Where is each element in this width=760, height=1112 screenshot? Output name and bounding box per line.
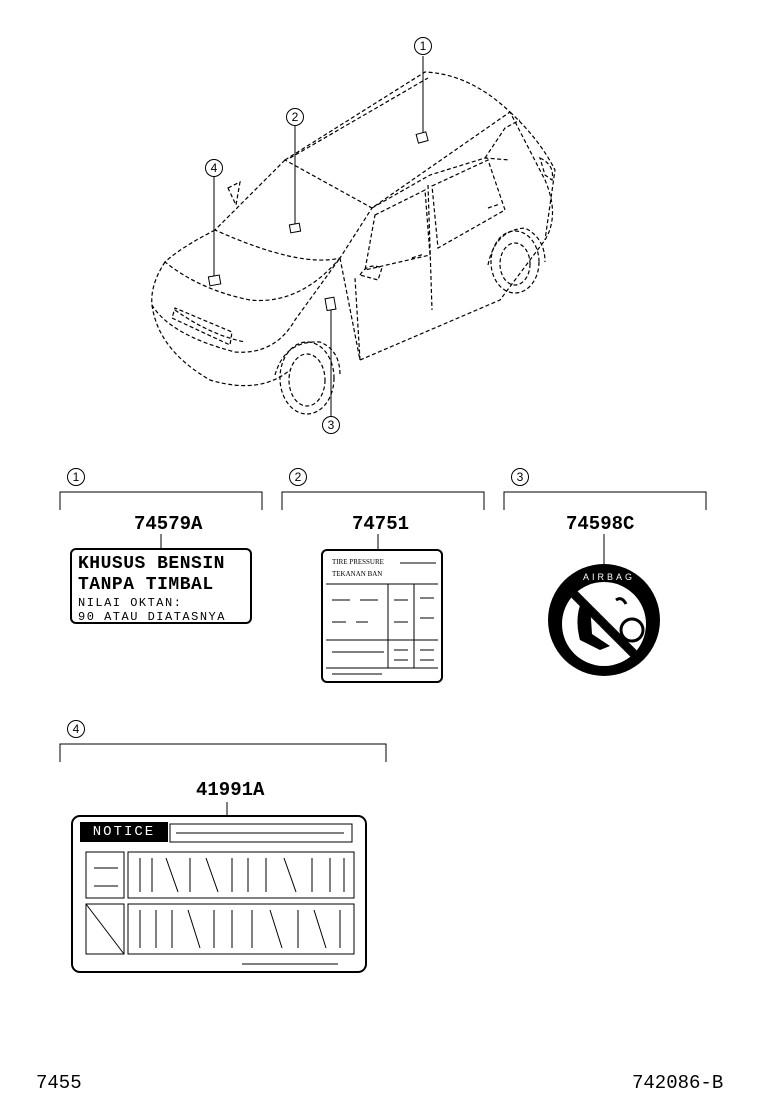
section-callout-1: 1: [72, 470, 80, 484]
fuel-label-line3: NILAI OKTAN:: [78, 596, 183, 610]
callout-2: 2: [291, 110, 299, 124]
notice-header: NOTICE: [80, 822, 168, 842]
section-callout-3: 3: [516, 470, 524, 484]
callout-circles: [205, 37, 432, 434]
section-callout-4: 4: [72, 722, 80, 736]
part-number-74751: 74751: [352, 513, 410, 535]
footer-left-code: 7455: [36, 1072, 82, 1094]
callout-leaders: [213, 56, 424, 416]
fuel-label-line1: KHUSUS BENSIN: [78, 554, 225, 574]
airbag-text: AIRBAG: [583, 572, 636, 582]
callout-1: 1: [419, 39, 427, 53]
vehicle-outline: [151, 71, 556, 415]
part-number-41991A: 41991A: [196, 779, 265, 801]
part-number-74579A: 74579A: [134, 513, 203, 535]
callout-4: 4: [210, 161, 218, 175]
section-callout-circles: [67, 468, 529, 738]
section-brackets: [59, 491, 707, 815]
label-location-markers: [207, 131, 429, 312]
tire-pressure-title: TIRE PRESSURE: [332, 558, 384, 566]
tire-pressure-subtitle: TEKANAN BAN: [332, 570, 383, 578]
airbag-warning-label: [548, 564, 660, 676]
fuel-label: KHUSUS BENSIN TANPA TIMBAL NILAI OKTAN: …: [70, 548, 252, 624]
notice-label: [71, 815, 367, 973]
tire-pressure-label: [321, 549, 443, 683]
fuel-label-line4: 90 ATAU DIATASNYA: [78, 610, 226, 624]
part-number-74598C: 74598C: [566, 513, 635, 535]
fuel-label-line2: TANPA TIMBAL: [78, 575, 214, 595]
callout-3: 3: [327, 418, 335, 432]
footer-right-code: 742086-B: [632, 1072, 724, 1094]
section-callout-2: 2: [294, 470, 302, 484]
